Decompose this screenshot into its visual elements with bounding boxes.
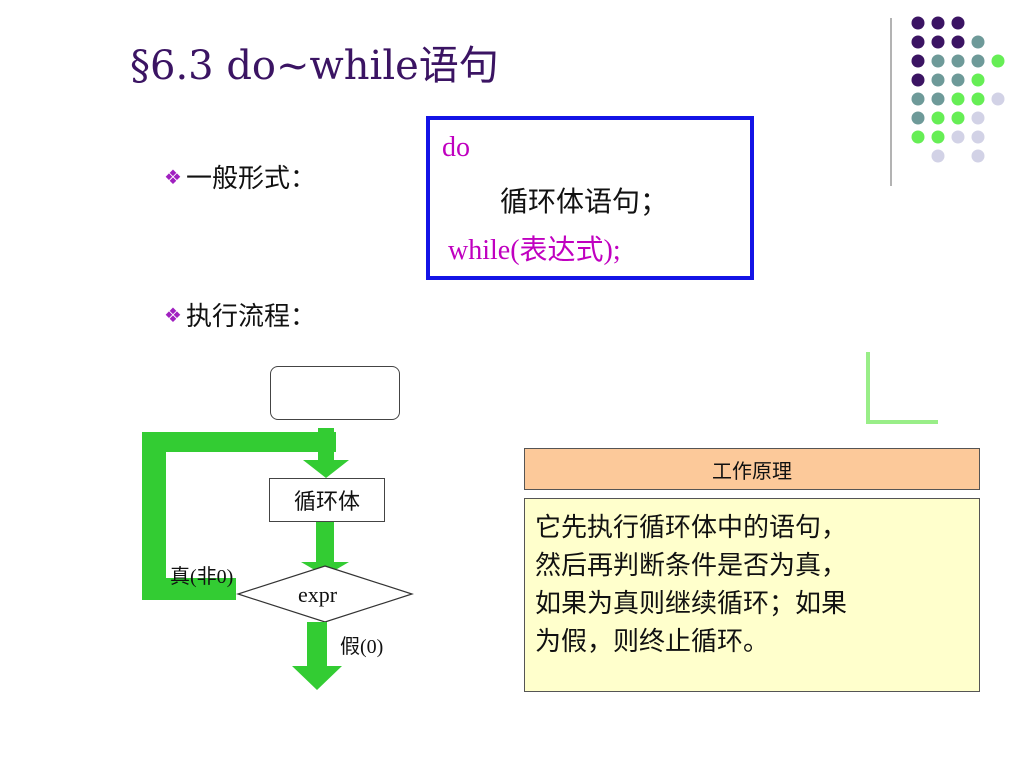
start-box bbox=[270, 366, 400, 420]
slide-title: §6.3 do~while语句 bbox=[130, 43, 499, 89]
principle-line: 然后再判断条件是否为真， bbox=[535, 551, 848, 581]
loop-back-arrow bbox=[142, 432, 336, 600]
dot-row-2 bbox=[911, 35, 985, 49]
code-do-keyword: do bbox=[442, 132, 470, 163]
flowchart bbox=[142, 428, 414, 690]
condition-label: expr bbox=[298, 582, 338, 607]
bullet-text: 一般形式： bbox=[185, 164, 316, 194]
code-syntax-box: do 循环体语句； while(表达式); bbox=[426, 116, 754, 280]
bullet-general-form: ❖ 一般形式： bbox=[164, 158, 316, 195]
diamond-bullet-icon: ❖ bbox=[164, 164, 182, 189]
principle-line: 为假，则终止循环。 bbox=[535, 627, 770, 657]
code-loop-body-line: 循环体语句； bbox=[500, 185, 669, 218]
false-branch-label: 假(0) bbox=[340, 636, 384, 658]
dot-row-5 bbox=[911, 92, 1005, 106]
dot-row-8 bbox=[931, 149, 985, 163]
principle-body: 它先执行循环体中的语句， 然后再判断条件是否为真， 如果为真则继续循环；如果 为… bbox=[524, 498, 980, 692]
dot-row-6 bbox=[911, 111, 985, 125]
arrow-false-exit bbox=[292, 622, 342, 690]
decorative-dot-grid bbox=[890, 16, 1005, 186]
dot-row-1 bbox=[911, 16, 965, 30]
dot-row-7 bbox=[911, 130, 985, 144]
principle-line: 它先执行循环体中的语句， bbox=[535, 513, 848, 543]
code-while-line: while(表达式); bbox=[448, 235, 621, 266]
diamond-bullet-icon: ❖ bbox=[164, 302, 182, 327]
principle-header: 工作原理 bbox=[524, 448, 980, 490]
bullet-text: 执行流程： bbox=[185, 302, 316, 332]
arrow-into-body bbox=[303, 428, 349, 478]
green-corner-bracket bbox=[866, 352, 938, 424]
principle-line: 如果为真则继续循环；如果 bbox=[535, 589, 848, 619]
true-branch-label: 真(非0) bbox=[170, 566, 234, 588]
dot-row-3 bbox=[911, 54, 1005, 68]
loop-body-box: 循环体 bbox=[269, 478, 385, 522]
dot-row-4 bbox=[911, 73, 985, 87]
bullet-execution-flow: ❖ 执行流程： bbox=[164, 296, 316, 333]
